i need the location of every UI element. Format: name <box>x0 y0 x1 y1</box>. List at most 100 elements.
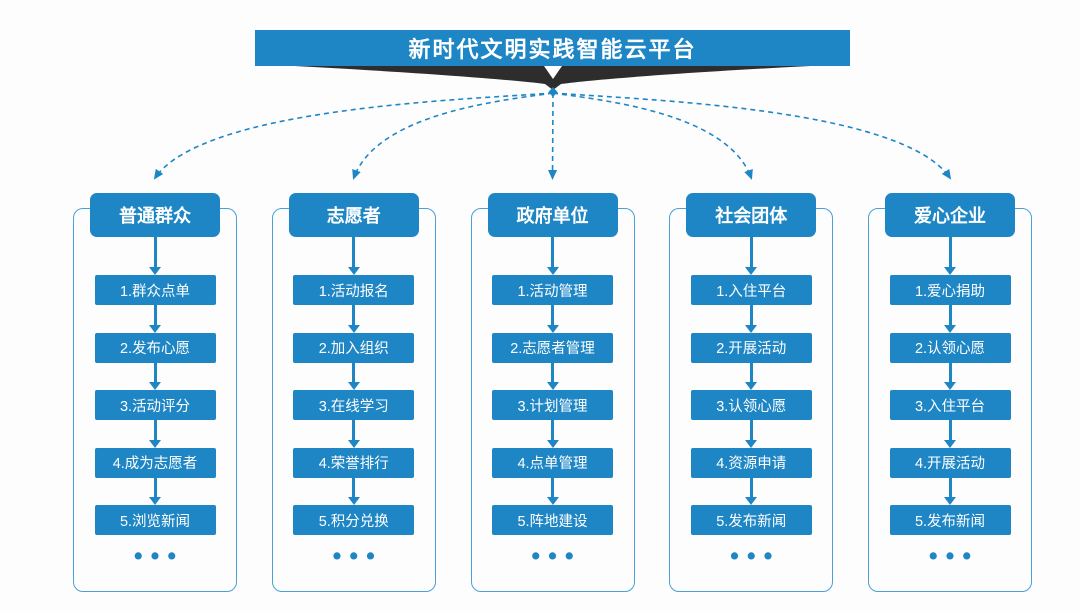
step-label: 4.资源申请 <box>716 456 787 472</box>
more-ellipsis: ••• <box>523 543 581 569</box>
step-box[interactable]: 2.认领心愿 <box>889 332 1011 363</box>
down-arrow <box>745 420 758 448</box>
arrow-shaft <box>948 237 952 267</box>
step-box[interactable]: 1.群众点单 <box>94 275 216 305</box>
dashed-connector <box>153 92 554 180</box>
step-label: 1.活动管理 <box>517 283 588 300</box>
role-header[interactable]: 普通群众 <box>90 193 220 237</box>
step-label: 1.爱心捐助 <box>914 283 986 300</box>
step-box[interactable]: 3.认领心愿 <box>690 390 812 420</box>
step-box[interactable]: 2.发布心愿 <box>94 332 216 363</box>
step-label: 4.成为志愿者 <box>112 456 198 472</box>
role-header[interactable]: 爱心企业 <box>885 193 1015 237</box>
arrowhead-icon <box>546 497 559 505</box>
role-header[interactable]: 社会团体 <box>686 193 817 237</box>
down-arrow <box>546 305 559 333</box>
step-box[interactable]: 2.开展活动 <box>690 332 812 363</box>
role-header[interactable]: 政府单位 <box>487 193 618 237</box>
arrowhead-icon <box>745 324 758 333</box>
step-box[interactable]: 4.开展活动 <box>889 447 1011 478</box>
step-box[interactable]: 3.计划管理 <box>492 390 613 420</box>
more-ellipsis: ••• <box>126 543 184 569</box>
step-label: 5.发布新闻 <box>914 513 986 530</box>
step-label: 5.积分兑换 <box>318 513 389 530</box>
step-label: 3.计划管理 <box>517 398 588 415</box>
step-label: 4.点单管理 <box>517 456 588 472</box>
role-header-label: 社会团体 <box>715 206 788 226</box>
arrow-shaft <box>948 305 952 325</box>
more-ellipsis: ••• <box>325 543 383 569</box>
step-box[interactable]: 5.发布新闻 <box>690 505 812 535</box>
dashed-connector <box>548 92 558 180</box>
step-box[interactable]: 3.在线学习 <box>293 390 415 420</box>
down-arrow <box>347 477 360 505</box>
down-arrow <box>347 420 360 448</box>
down-arrow <box>149 420 161 448</box>
step-label: 2.发布心愿 <box>119 341 191 357</box>
step-box[interactable]: 4.资源申请 <box>690 447 812 478</box>
step-box[interactable]: 1.活动管理 <box>492 275 613 305</box>
role-column-1: 普通群众 1.群众点单 2.发布心愿 3.活动评分 4.成为志愿者 5.浏览新闻 ••• <box>73 193 237 593</box>
step-box[interactable]: 2.志愿者管理 <box>492 332 613 363</box>
down-arrow <box>944 420 956 448</box>
step-box[interactable]: 1.活动报名 <box>293 275 415 305</box>
down-arrow <box>745 305 758 333</box>
arrow-shaft <box>352 477 356 497</box>
arrow-shaft <box>749 477 753 497</box>
arrowhead-icon <box>944 382 956 390</box>
arrowhead-icon <box>347 267 360 275</box>
arrowhead-icon <box>347 324 360 333</box>
arrow-shaft <box>153 305 157 325</box>
step-label: 3.认领心愿 <box>716 398 787 415</box>
step-box[interactable]: 4.点单管理 <box>492 447 613 478</box>
arrowhead-icon <box>745 382 758 390</box>
down-arrow <box>149 237 161 275</box>
step-box[interactable]: 3.入住平台 <box>889 390 1011 420</box>
step-box[interactable]: 4.荣誉排行 <box>293 447 415 478</box>
down-arrow <box>546 362 559 390</box>
step-box[interactable]: 5.积分兑换 <box>293 505 415 535</box>
step-box[interactable]: 2.加入组织 <box>293 332 415 363</box>
down-arrow <box>149 477 161 505</box>
arrowhead-icon <box>944 497 956 505</box>
down-arrow <box>347 237 360 275</box>
step-box[interactable]: 5.发布新闻 <box>889 505 1011 535</box>
down-arrow <box>944 305 956 333</box>
down-triangle-icon <box>544 66 562 79</box>
step-label: 3.活动评分 <box>119 398 191 415</box>
arrow-shaft <box>153 420 157 440</box>
step-box[interactable]: 1.爱心捐助 <box>889 275 1011 305</box>
arrowhead-icon <box>944 439 956 448</box>
arrow-shaft <box>352 237 356 267</box>
step-label: 5.浏览新闻 <box>119 513 191 530</box>
step-label: 2.开展活动 <box>716 341 787 357</box>
arrow-shaft <box>551 477 554 497</box>
arrow-shaft <box>352 420 356 440</box>
steps-flow: 1.入住平台 2.开展活动 3.认领心愿 4.资源申请 5.发布新闻 ••• <box>669 237 833 569</box>
steps-flow: 1.活动管理 2.志愿者管理 3.计划管理 4.点单管理 5.阵地建设 ••• <box>471 237 635 569</box>
step-label: 1.活动报名 <box>318 283 389 300</box>
step-box[interactable]: 5.浏览新闻 <box>94 505 216 535</box>
step-box[interactable]: 4.成为志愿者 <box>94 447 216 478</box>
down-arrow <box>745 477 758 505</box>
arrowhead-icon <box>745 497 758 505</box>
role-header[interactable]: 志愿者 <box>288 193 419 237</box>
arrowhead-icon <box>149 324 161 333</box>
arrow-shaft <box>749 305 753 325</box>
step-box[interactable]: 5.阵地建设 <box>492 505 613 535</box>
ellipsis-icon: ••• <box>133 542 185 570</box>
ellipsis-icon: ••• <box>730 542 781 570</box>
arrowhead-icon <box>149 267 161 275</box>
step-box[interactable]: 1.入住平台 <box>690 275 812 305</box>
role-header-label: 志愿者 <box>326 206 381 226</box>
role-column-3: 政府单位 1.活动管理 2.志愿者管理 3.计划管理 4.点单管理 5.阵地建设 ••• <box>470 193 635 593</box>
arrowhead-icon <box>546 324 559 333</box>
down-arrow <box>944 477 956 505</box>
arrow-shaft <box>749 362 753 382</box>
step-box[interactable]: 3.活动评分 <box>94 390 216 420</box>
arrowhead-icon <box>546 382 559 390</box>
platform-title-banner: 新时代文明实践智能云平台 <box>255 30 850 66</box>
